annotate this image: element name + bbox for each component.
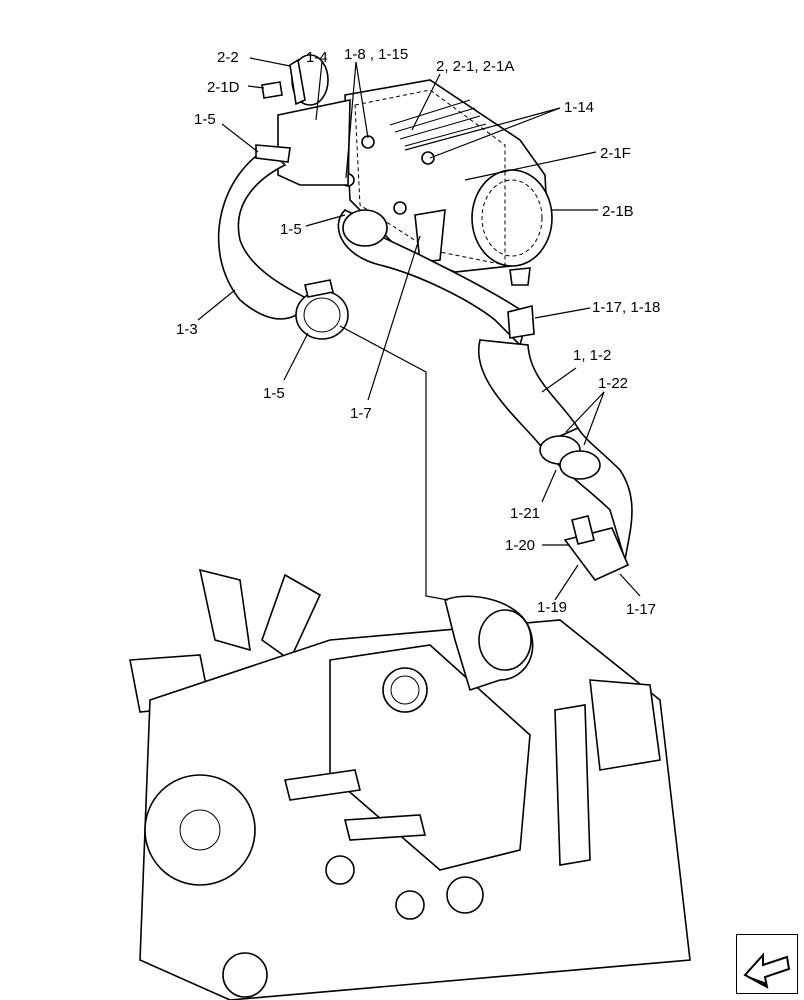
callout-2-1f: 2-1F [600,145,631,162]
callout-2-2-1-2-1a: 2, 2-1, 2-1A [436,58,514,75]
callout-1-19: 1-19 [537,599,567,616]
engine [129,568,691,1000]
callout-1-4: 1-4 [306,49,328,66]
back-navigation-button[interactable] [736,934,798,994]
callout-1-3: 1-3 [176,321,198,338]
callout-1-21: 1-21 [510,505,540,522]
outlet-duct [337,209,633,581]
callout-1-17-low: 1-17 [626,601,656,618]
callout-2-2: 2-2 [217,49,239,66]
air-cleaner [261,54,553,286]
callout-1-8-1-15: 1-8 , 1-15 [344,46,408,63]
callout-labels: 2-2 1-4 1-8 , 1-15 2, 2-1, 2-1A 2-1D 1-5… [176,46,660,618]
callout-1-5-top: 1-5 [194,111,216,128]
callout-1-20: 1-20 [505,537,535,554]
leader-lines [197,57,641,601]
callout-1-17-1-18: 1-17, 1-18 [592,299,660,316]
hose-1-3 [217,144,349,340]
callout-2-1d: 2-1D [207,79,240,96]
callout-1-1-2: 1, 1-2 [573,347,611,364]
callout-1-5-mid: 1-5 [280,221,302,238]
callout-1-14: 1-14 [564,99,594,116]
callout-1-22: 1-22 [598,375,628,392]
callout-2-1b: 2-1B [602,203,634,220]
arrow-back-icon [743,952,791,989]
callout-1-5-low: 1-5 [263,385,285,402]
callout-1-7: 1-7 [350,405,372,422]
